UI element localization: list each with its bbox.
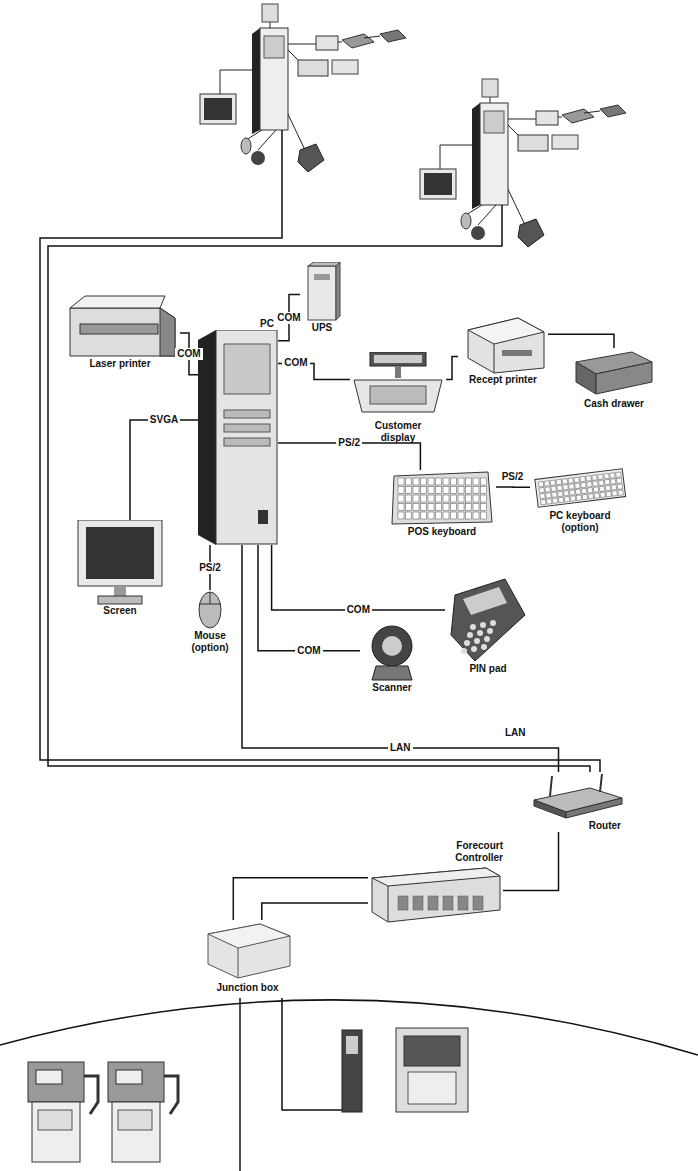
device-node: Recept printer bbox=[458, 312, 548, 386]
device-node: Mouse (option) bbox=[180, 590, 240, 654]
device-label: Customer display bbox=[368, 420, 428, 444]
device-node: POS keyboard bbox=[388, 470, 496, 538]
cable-line bbox=[496, 486, 530, 488]
device-node: Customer display bbox=[350, 352, 446, 444]
device-label: PIN pad bbox=[445, 663, 531, 675]
rprinter-icon bbox=[458, 312, 548, 374]
device-node: Router bbox=[530, 772, 625, 832]
monitor-icon bbox=[70, 520, 170, 605]
poskbd-icon bbox=[388, 470, 496, 526]
device-node: Junction box bbox=[200, 920, 295, 994]
device-label: Screen bbox=[70, 605, 170, 617]
port-label: COM bbox=[175, 348, 202, 360]
device-label: Junction box bbox=[200, 982, 295, 994]
port-label: COM bbox=[275, 312, 302, 324]
device-node: UPS bbox=[300, 262, 344, 334]
tower-icon bbox=[198, 330, 278, 545]
cable-line bbox=[130, 420, 198, 520]
cable-line bbox=[503, 832, 559, 890]
device-node: PC bbox=[198, 318, 278, 545]
drawer-icon bbox=[572, 348, 656, 398]
device-label: Cash drawer bbox=[572, 398, 656, 410]
cable-line bbox=[242, 545, 559, 772]
network-label: LAN bbox=[503, 727, 528, 739]
cable-line bbox=[446, 356, 458, 379]
device-label: Router bbox=[530, 820, 625, 832]
cable-line bbox=[262, 903, 368, 920]
device-label: PC keyboard (option) bbox=[545, 510, 615, 534]
device-label: Laser printer bbox=[60, 358, 180, 370]
cable-line bbox=[233, 878, 368, 920]
device-node: Cash drawer bbox=[572, 348, 656, 410]
device-node: Forecourt Controller bbox=[368, 840, 503, 924]
port-label: COM bbox=[282, 357, 309, 369]
ups-icon bbox=[300, 262, 344, 322]
port-label: SVGA bbox=[148, 414, 180, 426]
device-label: Scanner bbox=[360, 682, 424, 694]
device-label: UPS bbox=[300, 322, 344, 334]
cable-line bbox=[548, 334, 614, 348]
port-label: PS/2 bbox=[500, 471, 526, 483]
device-node: Scanner bbox=[360, 622, 424, 694]
router-icon bbox=[530, 772, 625, 820]
device-label: POS keyboard bbox=[388, 526, 496, 538]
cdisp-icon bbox=[350, 352, 446, 420]
device-node: Screen bbox=[70, 520, 170, 617]
scanner-icon bbox=[360, 622, 424, 682]
laser-icon bbox=[60, 288, 180, 358]
mouse-icon bbox=[180, 590, 240, 630]
device-label: Mouse (option) bbox=[180, 630, 240, 654]
device-label: Recept printer bbox=[458, 374, 548, 386]
device-node: PC keyboard (option) bbox=[530, 462, 630, 534]
pckbd-icon bbox=[530, 462, 630, 510]
cable-line bbox=[272, 545, 445, 610]
device-node: Laser printer bbox=[60, 288, 180, 370]
port-label: PS/2 bbox=[197, 562, 223, 574]
cable-line bbox=[258, 545, 360, 651]
port-label: LAN bbox=[388, 742, 413, 754]
device-label: Forecourt Controller bbox=[433, 840, 503, 864]
ctrl-icon bbox=[368, 864, 503, 924]
pinpad-icon bbox=[445, 575, 531, 663]
port-label: COM bbox=[295, 645, 322, 657]
port-label: PS/2 bbox=[336, 437, 362, 449]
port-label: COM bbox=[345, 604, 372, 616]
device-label: PC bbox=[198, 318, 278, 330]
jbox-icon bbox=[200, 920, 295, 982]
device-node: PIN pad bbox=[445, 575, 531, 675]
